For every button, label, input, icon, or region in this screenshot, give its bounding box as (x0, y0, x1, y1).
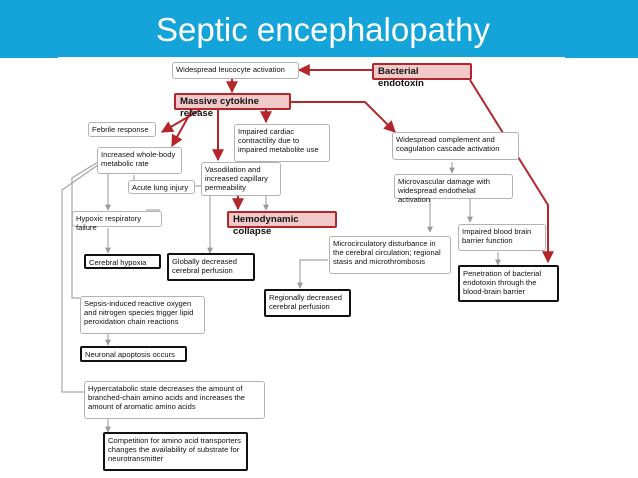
arrow-cytokine-to-metabolic (171, 109, 193, 148)
node-bacterial-endotoxin: Bacterial endotoxin (372, 63, 472, 89)
node-widespread-leucocyte-activation: Widespread leucocyte activation (172, 62, 299, 79)
node-regionally-decreased-perfusion: Regionally decreased cerebral perfusion (264, 289, 351, 317)
node-febrile-response: Febrile response (88, 122, 156, 137)
node-amino-acid-competition: Competition for amino acid transporters … (103, 432, 248, 471)
title-bar: Septic encephalopathy (0, 0, 638, 58)
node-acute-lung-injury: Acute lung injury (128, 180, 195, 194)
node-reactive-oxygen-species: Sepsis-induced reactive oxygen and nitro… (80, 296, 205, 334)
node-neuronal-apoptosis: Neuronal apoptosis occurs (80, 346, 187, 362)
node-microvascular-damage: Microvascular damage with widespread end… (394, 174, 513, 204)
arrow-endotoxin-to-penetration (469, 79, 554, 264)
node-microcirculatory-disturbance: Microcirculatory disturbance in the cere… (329, 236, 451, 274)
node-hemodynamic-collapse: Hemodynamic collapse (227, 211, 337, 237)
arrow-cytokine-to-complement (290, 101, 396, 133)
node-globally-decreased-perfusion: Globally decreased cerebral perfusion (167, 253, 255, 281)
arrow-cytokine-to-febrile (160, 109, 201, 133)
node-impaired-cardiac-contractility: Impaired cardiac contractility due to im… (234, 124, 330, 162)
node-hypercatabolic-state: Hypercatabolic state decreases the amoun… (84, 381, 265, 419)
node-massive-cytokine-release: Massive cytokine release (174, 93, 291, 119)
slide-title: Septic encephalopathy (156, 11, 490, 48)
node-vasodilation-permeability: Vasodilation and increased capillary per… (201, 162, 281, 196)
node-cerebral-hypoxia: Cerebral hypoxia (84, 254, 161, 269)
node-increased-metabolic-rate: Increased whole-body metabolic rate (97, 147, 182, 174)
node-complement-coagulation: Widespread complement and coagulation ca… (392, 132, 519, 160)
node-impaired-bbb-function: Impaired blood brain barrier function (458, 224, 546, 251)
node-hypoxic-respiratory-failure: Hypoxic respiratory failure (72, 211, 162, 232)
node-penetration-endotoxin-bbb: Penetration of bacterial endotoxin throu… (458, 265, 559, 302)
